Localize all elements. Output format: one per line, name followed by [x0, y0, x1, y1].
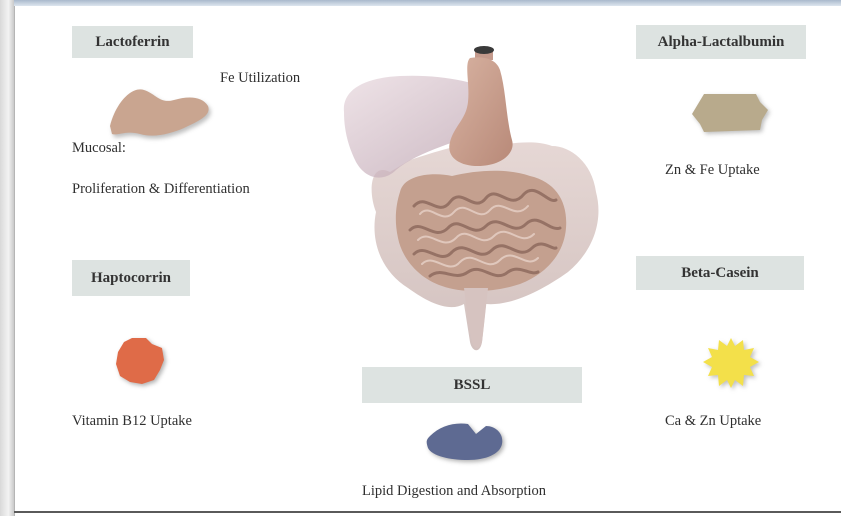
alpha-lactalbumin-shape-icon — [690, 90, 770, 138]
zn-fe-uptake-caption: Zn & Fe Uptake — [665, 162, 760, 179]
proliferation-caption: Proliferation & Differentiation — [72, 181, 250, 198]
ca-zn-uptake-caption: Ca & Zn Uptake — [665, 413, 761, 430]
bssl-shape-icon — [424, 420, 506, 462]
vitamin-b12-caption: Vitamin B12 Uptake — [72, 413, 192, 430]
beta-casein-label: Beta-Casein — [636, 256, 804, 290]
alpha-lactalbumin-label: Alpha-Lactalbumin — [636, 25, 806, 59]
window-frame-top — [14, 0, 841, 6]
window-frame-left — [0, 0, 15, 516]
window-frame-bottom — [14, 511, 841, 513]
lipid-digestion-caption: Lipid Digestion and Absorption — [362, 483, 546, 500]
lactoferrin-label: Lactoferrin — [72, 26, 193, 58]
haptocorrin-shape-icon — [112, 336, 168, 386]
beta-casein-shape-icon — [702, 336, 760, 390]
fe-utilization-caption: Fe Utilization — [220, 70, 300, 87]
digestive-tract-illustration — [330, 42, 620, 357]
mucosal-caption: Mucosal: — [72, 140, 126, 157]
haptocorrin-label: Haptocorrin — [72, 260, 190, 296]
bssl-label: BSSL — [362, 367, 582, 403]
lactoferrin-shape-icon — [104, 82, 214, 140]
